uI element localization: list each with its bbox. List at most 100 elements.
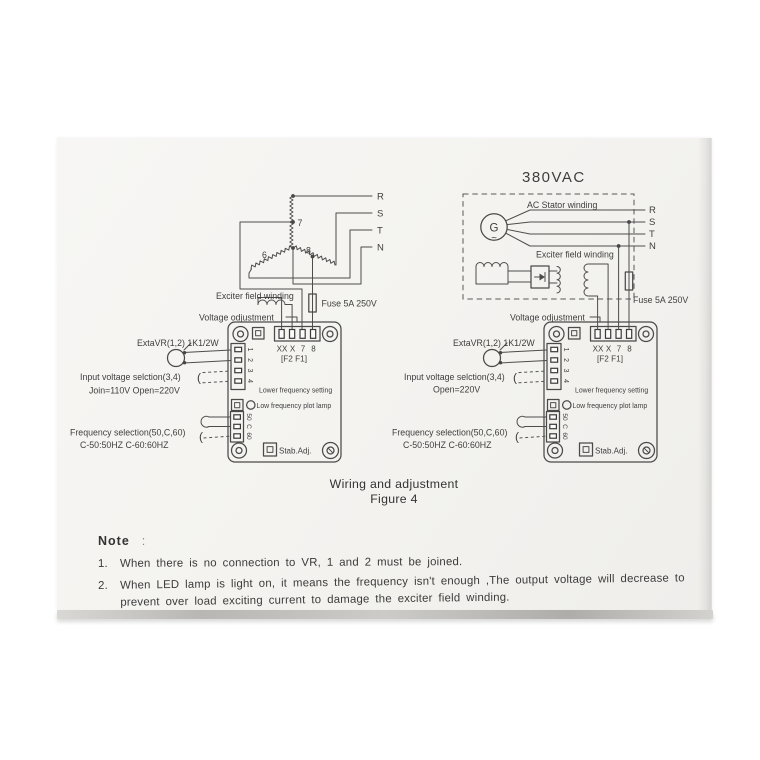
mounting-hole-inner [235,446,243,455]
note-item-1: 1. When there is no connection to VR, 1 … [98,553,712,573]
stab-adj-trimmer[interactable] [262,442,278,457]
input-select-label: Input voltage selction(3,4) [80,372,181,382]
terminal-slot[interactable] [234,378,243,384]
voltage-title: 380VAC [522,169,586,186]
phase-S-label: S [377,209,383,220]
terminal-num-2: 2 [246,358,253,362]
terminal-slot[interactable] [234,357,243,363]
terminal-slot[interactable] [309,328,317,339]
trimmer-slot [255,330,262,337]
exciter-coil [257,299,286,305]
freq-select-brace: ( [199,430,203,444]
phase-R-label: R [649,205,656,216]
note-heading: Note: [98,534,712,548]
wire-T [248,229,373,279]
vr-lead-wires [183,349,232,364]
freq-terminal-60: 60 [245,432,252,440]
freq-values-label: C-50:50HZ C-60:60HZ [80,440,169,450]
diode-arrow [539,273,545,281]
note-item-2: 2. When LED lamp is light on, it means t… [98,570,712,612]
terminal-label-xx: XX [277,345,288,354]
caption-number: Figure 4 [370,491,418,506]
led-indicator [245,400,256,410]
tap8-label: 8 [306,246,311,256]
terminal-num-4: 4 [246,379,253,383]
terminal-slot[interactable] [299,328,306,339]
voltage-adjust-label: Voltage odjustment [510,313,585,323]
mounting-hole [321,325,339,343]
input-select-brace: ( [197,371,201,385]
exciter-output-wires [587,263,609,330]
freq-select-dashed-wire [203,435,231,439]
exciter-coil-leads [257,297,293,330]
terminal-slot[interactable] [234,346,243,353]
freq-select-label: Frequency selection(50,C,60) [392,428,507,438]
phase-T-label: T [377,226,383,237]
f2f1-label: [F2 F1] [281,355,307,364]
trimmer-square[interactable] [251,326,265,340]
extavr-label: ExtaVR(1,2) 1K1/2W [453,338,535,348]
phase-R-label: R [377,192,384,203]
freq-jumper-hook [200,415,210,428]
terminal-num-3: 3 [246,369,253,373]
fuse-symbol [308,293,317,313]
generator-tilde: ~ [491,233,497,244]
voltage-adjust-leader [285,316,298,323]
rectifier-to-coil-wires [548,270,558,284]
freq-select-wires [208,416,231,427]
left-winding-coil [250,245,294,270]
terminal-slot[interactable] [278,328,285,339]
terminal-label-7: 7 [301,345,306,354]
voltage-adjust-leader [589,316,601,323]
vr-leader [183,342,192,351]
note-item-text: When LED lamp is light on, it means the … [120,572,685,609]
tap6-label: 6 [262,250,267,260]
right-labels: ExtaVR(1,2) 1K1/2W Input voltage selctio… [392,338,535,450]
fuse-label: Fuse 5A 250V [633,295,688,305]
exciter-primary-coil [556,266,561,294]
freq-terminal-C: C [245,424,252,429]
freq-trimmer-square[interactable] [230,398,244,412]
voltage-adjust-label: Voltage odjustment [199,313,274,323]
vr-lead-dot [182,361,187,365]
terminal-slot[interactable] [233,423,242,430]
exciter-secondary-coil [583,263,589,297]
terminal-slot[interactable] [288,328,296,339]
rectifier-box [530,265,550,289]
terminal-slot[interactable] [233,414,242,420]
stab-adj-slot [266,446,274,453]
mounting-hole-inner [326,330,334,338]
screw-hole[interactable] [321,441,340,460]
note-item-number: 1. [97,557,108,570]
input-values-label: Open=220V [433,385,480,395]
stab-adj-label: Stab.Adj. [279,447,311,456]
avr-board-left: XX X 7 8 [F2 F1] 1 2 3 4 Lower frequency… [166,321,342,463]
freq-terminal-50: 50 [245,413,252,421]
mounting-hole [232,325,249,343]
exciter-winding-label: Exciter field winding [216,291,294,301]
paper-page [57,138,712,611]
vr-potentiometer [166,348,186,368]
lamp-label: Low frequency plot lamp [257,403,332,410]
input-values-label: Join=110V Open=220V [89,386,180,396]
input-select-dashed-wires [202,370,232,384]
terminal-slot[interactable] [233,433,242,439]
note-item-number: 2. [98,579,109,592]
lower-freq-label: Lower frequency setting [259,388,332,395]
rotor-winding-coil [475,262,509,285]
right-circuit: 380VAC G ~ AC Stator winding R S T N Fus… [462,169,688,330]
terminal-num-1: 1 [246,348,253,352]
figure-caption: Wiring and adjustment Figure 4 [244,477,544,506]
phase-N-label: N [377,243,384,254]
tap7-label: 7 [298,218,303,228]
fuse-symbol [624,271,634,291]
top-terminal-block [273,325,321,342]
left-circuit: 7 6 8 R S T N Exciter field winding Fuse… [199,192,384,330]
caption-title: Wiring and adjustment [329,477,459,491]
mounting-hole [230,442,248,459]
terminal-slot[interactable] [234,367,243,374]
screw-slot [327,447,334,454]
extavr-label: ExtaVR(1,2) 1K1/2W [137,338,219,348]
